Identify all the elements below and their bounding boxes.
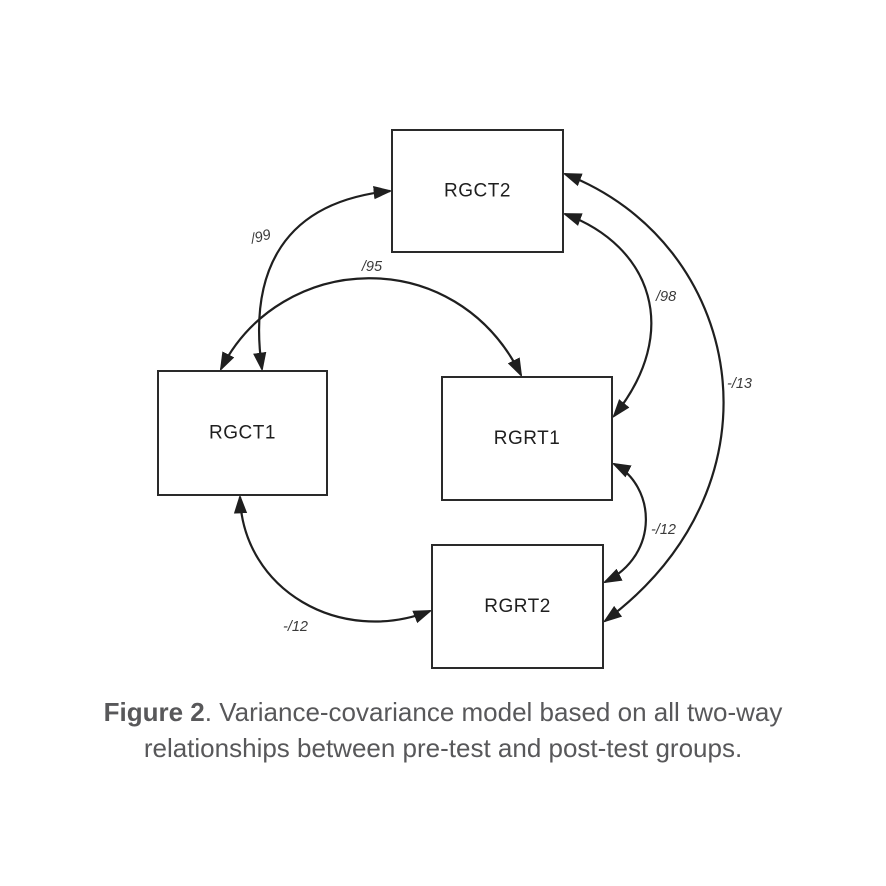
- node-rgrt2-box: [431, 544, 604, 669]
- node-rgrt2: RGRT2: [431, 544, 604, 669]
- edge-label-rgct1-rgrt1: /95: [361, 259, 383, 275]
- nodes-group: RGCT2 RGCT1 RGRT1 RGRT2: [157, 129, 613, 669]
- node-rgct2-label: RGCT2: [444, 181, 511, 202]
- node-rgrt1-label: RGRT1: [494, 428, 561, 449]
- caption-line-1: Figure 2. Variance-covariance model base…: [0, 694, 886, 730]
- edge-rgct1-rgct2: [253, 186, 393, 372]
- node-rgrt2-label: RGRT2: [484, 596, 551, 617]
- caption-text-line1: . Variance-covariance model based on all…: [204, 697, 783, 727]
- edge-label-rgct1-rgrt2: -/12: [283, 619, 308, 635]
- figure-number: Figure 2: [103, 697, 205, 727]
- edge-rgrt1-rgrt2: [602, 462, 647, 584]
- node-rgct1-box: [157, 370, 328, 496]
- edge-labels-group: /99 /95 /98 -/13 -/12 -/12: [248, 227, 752, 635]
- node-rgct2-box: [391, 129, 564, 253]
- node-rgrt1-box: [441, 376, 613, 501]
- node-rgct2: RGCT2: [391, 129, 564, 253]
- edges-group: [219, 172, 725, 624]
- node-rgct1: RGCT1: [157, 370, 328, 496]
- figure-caption: Figure 2. Variance-covariance model base…: [0, 694, 886, 766]
- edge-label-rgct1-rgct2: /99: [248, 227, 273, 248]
- edge-label-rgct2-rgrt1: /98: [655, 289, 676, 305]
- caption-line-2: relationships between pre-test and post-…: [143, 733, 743, 763]
- node-rgct1-label: RGCT1: [209, 423, 276, 444]
- edge-rgct1-rgrt1: [219, 277, 523, 378]
- edge-rgct1-rgrt2: [233, 494, 433, 624]
- edge-label-rgrt1-rgrt2: -/12: [651, 522, 676, 538]
- edge-label-rgct2-rgrt2: -/13: [727, 376, 752, 392]
- edge-rgct2-rgrt2: [562, 172, 725, 623]
- node-rgrt1: RGRT1: [441, 376, 613, 501]
